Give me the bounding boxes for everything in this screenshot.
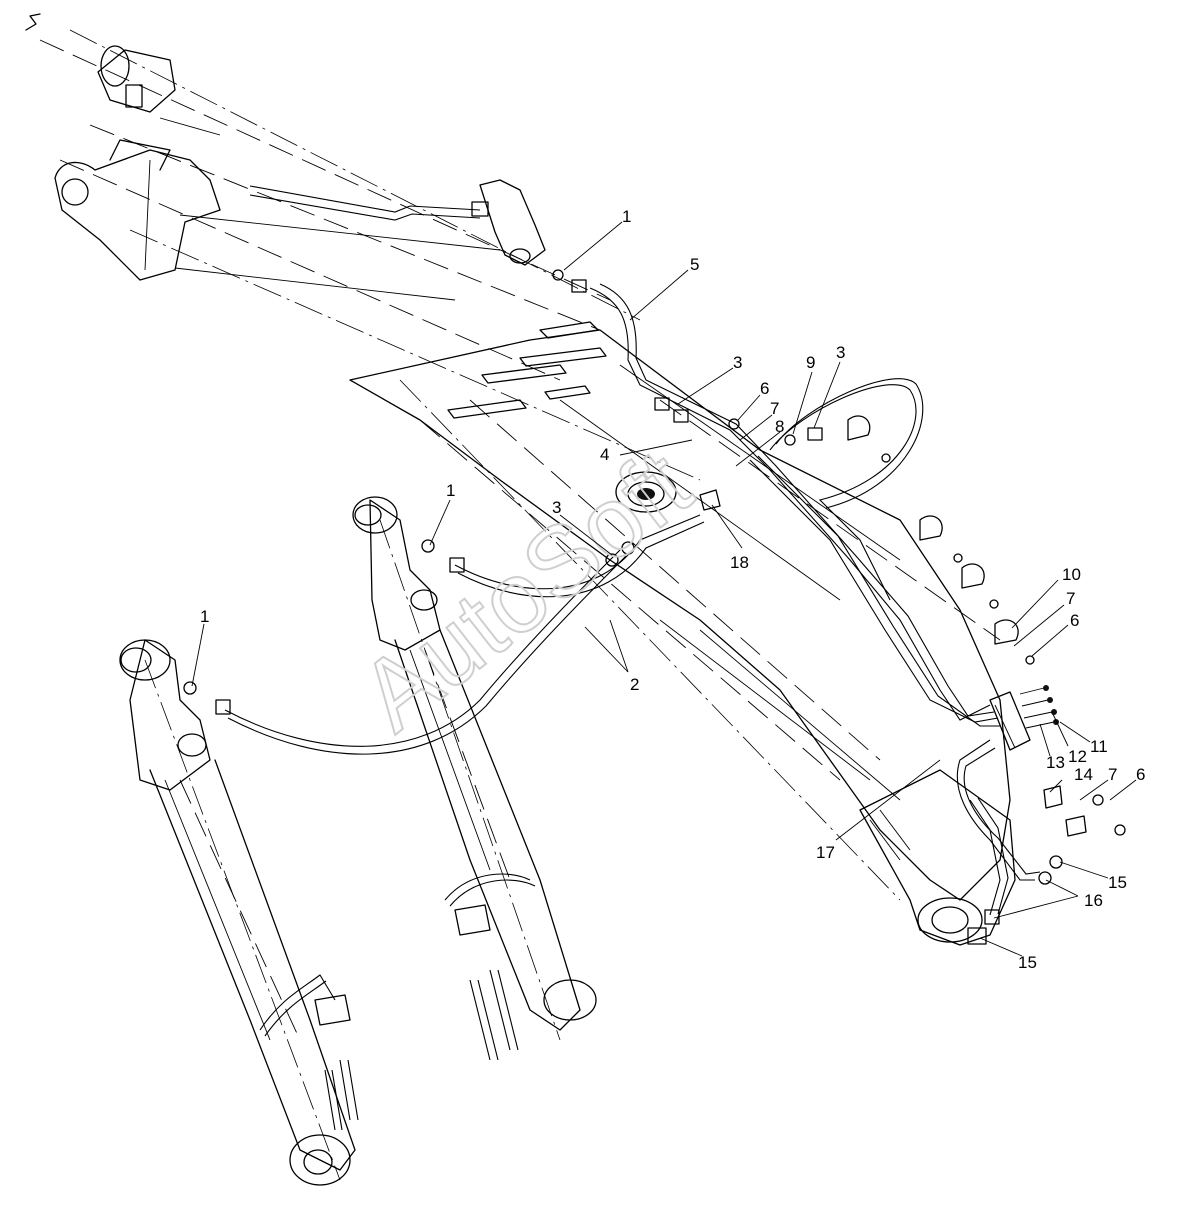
callout-8: 8 [775,417,784,436]
callout-13: 13 [1046,753,1065,772]
callout-16: 16 [1084,891,1103,910]
callout-17: 17 [816,843,835,862]
callout-15-upper: 15 [1108,873,1127,892]
callout-1-arm-hose: 1 [622,207,631,226]
callout-15-lower: 15 [1018,953,1037,972]
callout-6-upper: 6 [760,379,769,398]
callout-1-right-cylinder: 1 [446,481,455,500]
pipe-clamps [847,415,1126,945]
callout-18: 18 [730,553,749,572]
callout-7-lower: 7 [1108,765,1117,784]
callout-2: 2 [630,675,639,694]
callout-6-lower: 6 [1136,765,1145,784]
callout-1-left-cylinder: 1 [200,607,209,626]
callout-3-middle: 3 [552,498,561,517]
arm-assembly [39,29,701,481]
callout-11: 11 [1090,737,1108,756]
boom-pipe-run [589,283,1041,916]
callout-3-upper: 3 [733,353,742,372]
callout-labels: 1 5 3 6 7 8 4 9 3 1 3 18 1 2 10 7 6 11 1… [200,207,1145,972]
callout-10: 10 [1062,565,1081,584]
callout-12: 12 [1068,747,1087,766]
callout-5: 5 [690,255,699,274]
cylinder-hoses [183,269,823,755]
callout-3-right: 3 [836,343,845,362]
callout-4: 4 [600,445,609,464]
callout-9: 9 [806,353,815,372]
callout-7-upper: 7 [770,399,779,418]
callout-14: 14 [1074,765,1093,784]
callout-6-clamp: 6 [1070,611,1079,630]
boom-cylinder-left [119,639,359,1186]
break-mark [25,13,41,31]
leader-lines [191,221,1137,957]
boom-cylinder-right [352,496,597,1061]
callout-7-clamp: 7 [1066,589,1075,608]
